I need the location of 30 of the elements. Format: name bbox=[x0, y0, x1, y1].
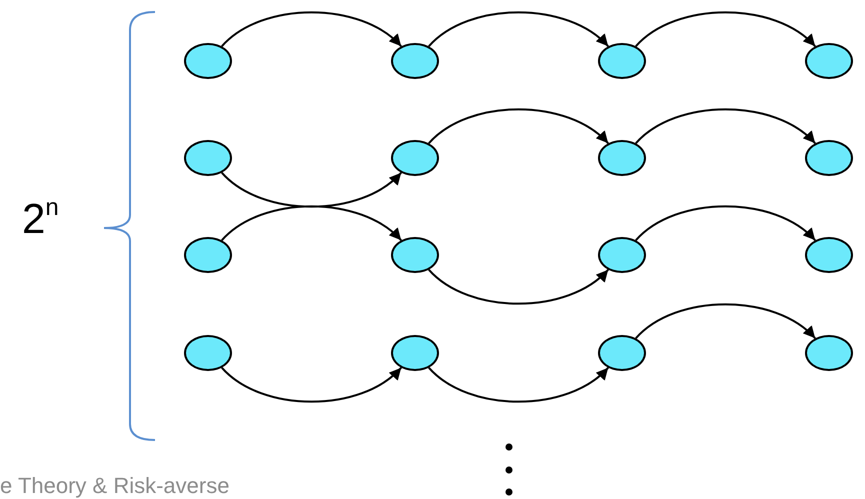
curved-arrow bbox=[635, 303, 816, 340]
state-ellipse bbox=[184, 335, 232, 371]
state-ellipse bbox=[805, 43, 853, 79]
footer-text: e Theory & Risk-averse bbox=[0, 474, 230, 498]
curved-arrow bbox=[221, 366, 402, 403]
state-ellipse bbox=[598, 335, 646, 371]
curved-arrow bbox=[635, 11, 816, 48]
state-ellipse bbox=[805, 140, 853, 176]
curved-arrow bbox=[635, 108, 816, 144]
curved-arrow bbox=[428, 108, 609, 144]
state-ellipse bbox=[598, 43, 646, 79]
curved-arrow bbox=[428, 268, 609, 305]
state-ellipse bbox=[391, 335, 439, 371]
count-label: 2$^{n}$ bbox=[22, 198, 59, 240]
curved-arrow bbox=[635, 205, 816, 242]
state-ellipse bbox=[391, 43, 439, 79]
state-ellipse bbox=[391, 237, 439, 273]
curved-arrow bbox=[221, 205, 402, 242]
state-ellipse bbox=[805, 237, 853, 273]
curved-arrow bbox=[221, 172, 402, 208]
curved-arrow bbox=[428, 366, 609, 403]
state-ellipse bbox=[184, 43, 232, 79]
state-ellipse bbox=[184, 237, 232, 273]
state-ellipse bbox=[598, 140, 646, 176]
curved-arrow bbox=[428, 11, 609, 48]
state-ellipse bbox=[805, 335, 853, 371]
state-ellipse bbox=[598, 237, 646, 273]
state-ellipse bbox=[391, 140, 439, 176]
curved-arrow bbox=[221, 11, 402, 48]
state-ellipse bbox=[184, 140, 232, 176]
